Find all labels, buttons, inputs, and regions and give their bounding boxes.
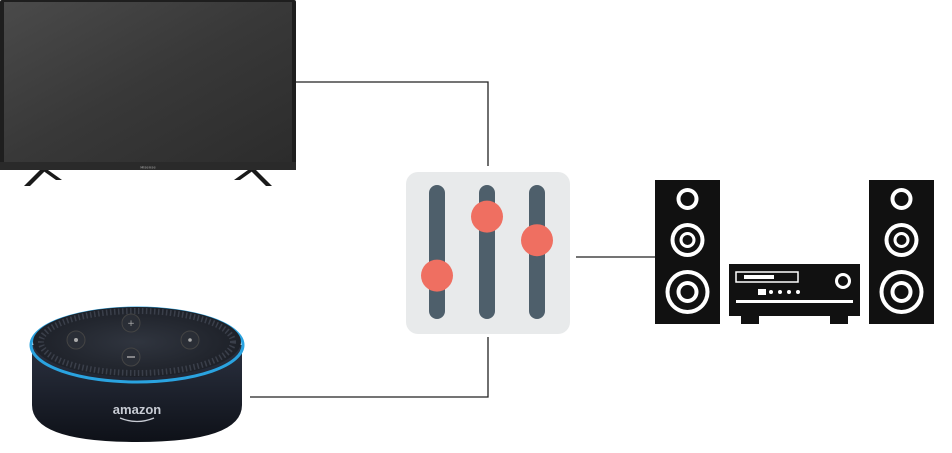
echo-brand-logo: amazon	[113, 402, 161, 417]
television: Hisense	[0, 0, 296, 186]
mixer-slider-knob-2	[471, 200, 503, 233]
connection-wires	[250, 81, 655, 398]
svg-text:+: +	[127, 319, 135, 329]
mixer	[406, 172, 570, 334]
echo-speaker-grille	[38, 308, 236, 376]
receiver-display	[735, 271, 799, 283]
tv-left-foot-back	[42, 170, 62, 180]
wire-tv-to-mixer	[293, 81, 489, 166]
receiver-left-foot	[741, 316, 759, 324]
echo-smile-arrow	[119, 417, 155, 423]
tv-right-foot	[250, 170, 272, 186]
stereo-system	[655, 180, 934, 324]
right-speaker	[869, 180, 934, 324]
echo-volume-up-button	[121, 313, 141, 333]
receiver-right-foot	[830, 316, 848, 324]
tv-screen	[4, 2, 292, 162]
echo-top	[33, 307, 241, 377]
tv-right-foot-back	[234, 170, 254, 180]
mixer-sliders	[421, 185, 553, 319]
mixer-slider-knob-1	[421, 259, 453, 292]
tv-bottom-bezel	[0, 162, 296, 170]
left-speaker	[655, 180, 720, 324]
wire-echo-to-mixer	[250, 337, 489, 398]
tv-left-foot	[24, 170, 46, 186]
receiver-buttons	[758, 289, 766, 295]
tv-brand-logo: Hisense	[140, 165, 156, 170]
receiver	[729, 264, 860, 324]
echo-dot: + amazon	[29, 306, 245, 442]
mixer-slider-knob-3	[521, 224, 553, 257]
